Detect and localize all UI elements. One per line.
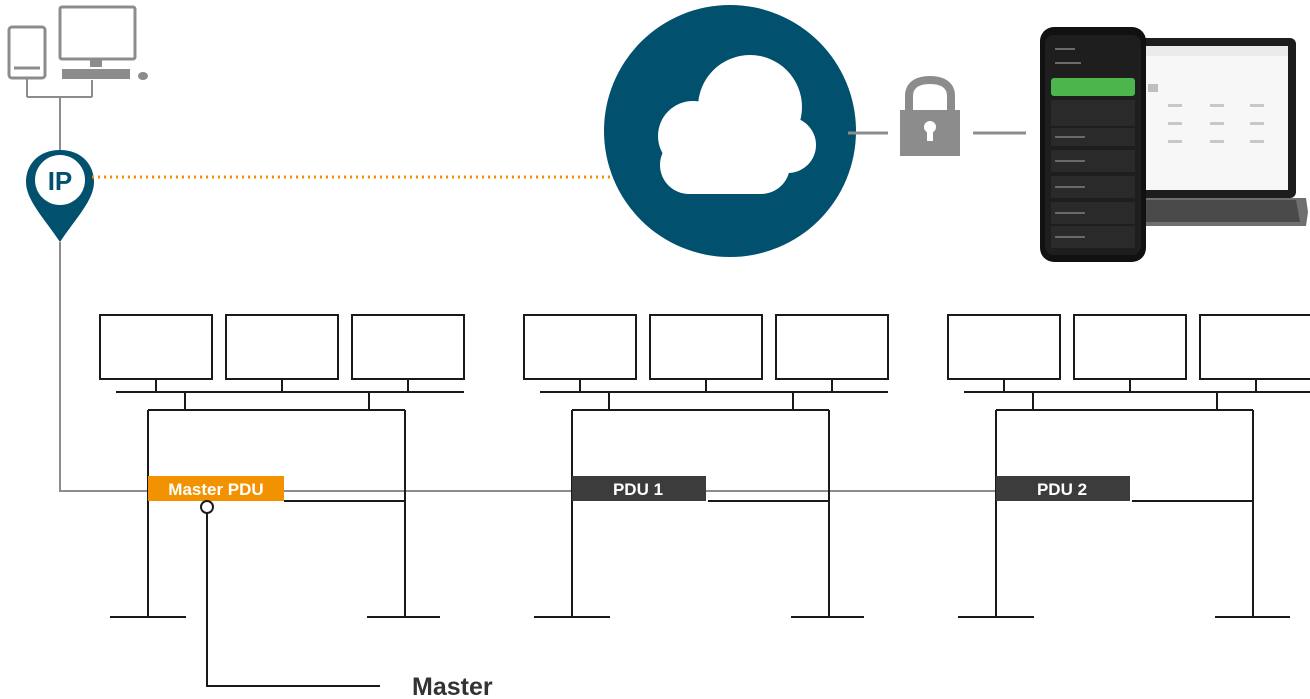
pdu-1-label: PDU 1	[613, 480, 663, 499]
master-callout-label: Master	[412, 673, 493, 699]
tablet-icon	[7, 25, 47, 80]
rack-groups	[99, 314, 1310, 618]
client-devices	[7, 5, 148, 152]
pdu-master-badge: Master PDU	[148, 476, 284, 501]
rack-group-1	[99, 314, 465, 618]
server-unit	[1199, 314, 1310, 380]
location-pin-icon: IP	[26, 150, 94, 242]
desktop-computer-icon	[58, 5, 148, 80]
server-unit	[351, 314, 465, 380]
pdu-1-badge: PDU 1	[572, 476, 706, 501]
server-unit	[649, 314, 763, 380]
ip-bus-line	[59, 242, 1000, 492]
pdu-2-badge: PDU 2	[996, 476, 1130, 501]
server-unit	[99, 314, 213, 380]
server-unit	[225, 314, 339, 380]
rack-group-2	[523, 314, 889, 618]
cloud-icon	[658, 55, 816, 194]
server-unit	[1073, 314, 1187, 380]
server-unit	[775, 314, 889, 380]
pdu-2-label: PDU 2	[1037, 480, 1087, 499]
rack-group-3	[947, 314, 1310, 618]
cloud-service	[604, 5, 856, 257]
master-callout: Master	[200, 500, 493, 699]
ip-label: IP	[48, 166, 73, 196]
padlock-icon	[900, 75, 960, 156]
smartphone-icon	[1040, 27, 1146, 262]
server-unit	[523, 314, 637, 380]
server-unit	[947, 314, 1061, 380]
pdu-master-label: Master PDU	[168, 480, 263, 499]
